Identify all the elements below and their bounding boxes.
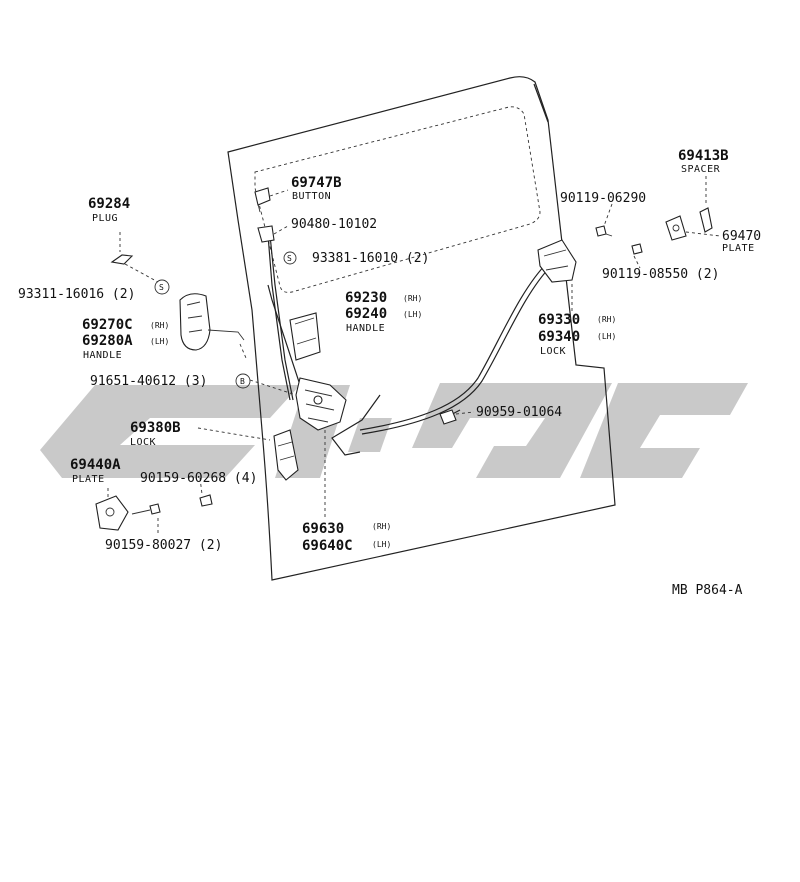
label-handle-left: HANDLE [83, 350, 122, 361]
label-69280a-side: (LH) [150, 337, 169, 346]
symbol-s: S [287, 254, 292, 263]
label-69230-side: (RH) [403, 294, 422, 303]
label-69240: 69240 [345, 306, 387, 322]
label-93381-16010: 93381-16010 (2) [312, 251, 429, 266]
label-69340: 69340 [538, 329, 580, 345]
label-plate-right: PLATE [722, 243, 755, 254]
door-panel [227, 76, 616, 581]
symbol-b: B [240, 377, 245, 386]
symbol-b-circle [235, 373, 251, 389]
diagram-code: MB P864-A [672, 583, 743, 598]
label-90480-10102: 90480-10102 [291, 217, 377, 232]
screw-90119-06290 [595, 225, 613, 237]
label-69413b: 69413B [678, 148, 729, 164]
label-69630-side: (RH) [372, 522, 391, 531]
upper-plate-part [665, 215, 687, 241]
bolt-90159-60268 [199, 494, 213, 507]
label-69747b: 69747B [291, 175, 342, 191]
label-69440a: 69440A [70, 457, 121, 473]
outside-handle-part [179, 293, 245, 351]
label-button: BUTTON [292, 191, 331, 202]
label-90119-06290: 90119-06290 [560, 191, 646, 206]
label-plug: PLUG [92, 213, 118, 224]
label-lock-right: LOCK [540, 346, 566, 357]
label-90959-01064: 90959-01064 [476, 405, 562, 420]
label-lock-left: LOCK [130, 437, 156, 448]
label-90159-60268: 90159-60268 (4) [140, 471, 257, 486]
label-69640c: 69640C [302, 538, 353, 554]
label-69270c-side: (RH) [150, 321, 169, 330]
clip-90959 [439, 409, 457, 425]
label-69640c-side: (LH) [372, 540, 391, 549]
label-69340-side: (LH) [597, 332, 616, 341]
inside-handle-part [289, 312, 321, 361]
plug-part [110, 254, 134, 265]
bolt-90159-80027 [131, 503, 161, 515]
upper-lock-part [537, 239, 577, 283]
rear-lock-part [273, 429, 299, 481]
spacer-part [699, 207, 713, 233]
label-69280a: 69280A [82, 333, 133, 349]
label-spacer: SPACER [681, 164, 721, 175]
label-93311-16016: 93311-16016 (2) [18, 287, 135, 302]
label-69330-side: (RH) [597, 315, 616, 324]
leader-lines [107, 176, 721, 536]
label-69330: 69330 [538, 312, 580, 328]
label-69380b: 69380B [130, 420, 181, 436]
label-90119-08550: 90119-08550 (2) [602, 267, 719, 282]
label-69630: 69630 [302, 521, 344, 537]
door-lock-assembly [295, 377, 347, 431]
label-69470: 69470 [722, 229, 761, 244]
symbol-s-circle [283, 251, 297, 265]
striker-plate-part [95, 495, 129, 531]
symbol-s-circle-2 [154, 279, 170, 295]
button-part [254, 187, 271, 213]
linkage-rods [267, 234, 552, 456]
symbol-s-2: S [159, 283, 164, 292]
label-91651-40612: 91651-40612 (3) [90, 374, 207, 389]
label-69284: 69284 [88, 196, 130, 212]
label-69230: 69230 [345, 290, 387, 306]
label-handle-inside: HANDLE [346, 323, 385, 334]
grommet-part [257, 225, 275, 243]
label-69270c: 69270C [82, 317, 133, 333]
screw-90119-08550 [631, 243, 643, 255]
label-69240-side: (LH) [403, 310, 422, 319]
label-plate-left: PLATE [72, 474, 105, 485]
label-90159-80027: 90159-80027 (2) [105, 538, 222, 553]
